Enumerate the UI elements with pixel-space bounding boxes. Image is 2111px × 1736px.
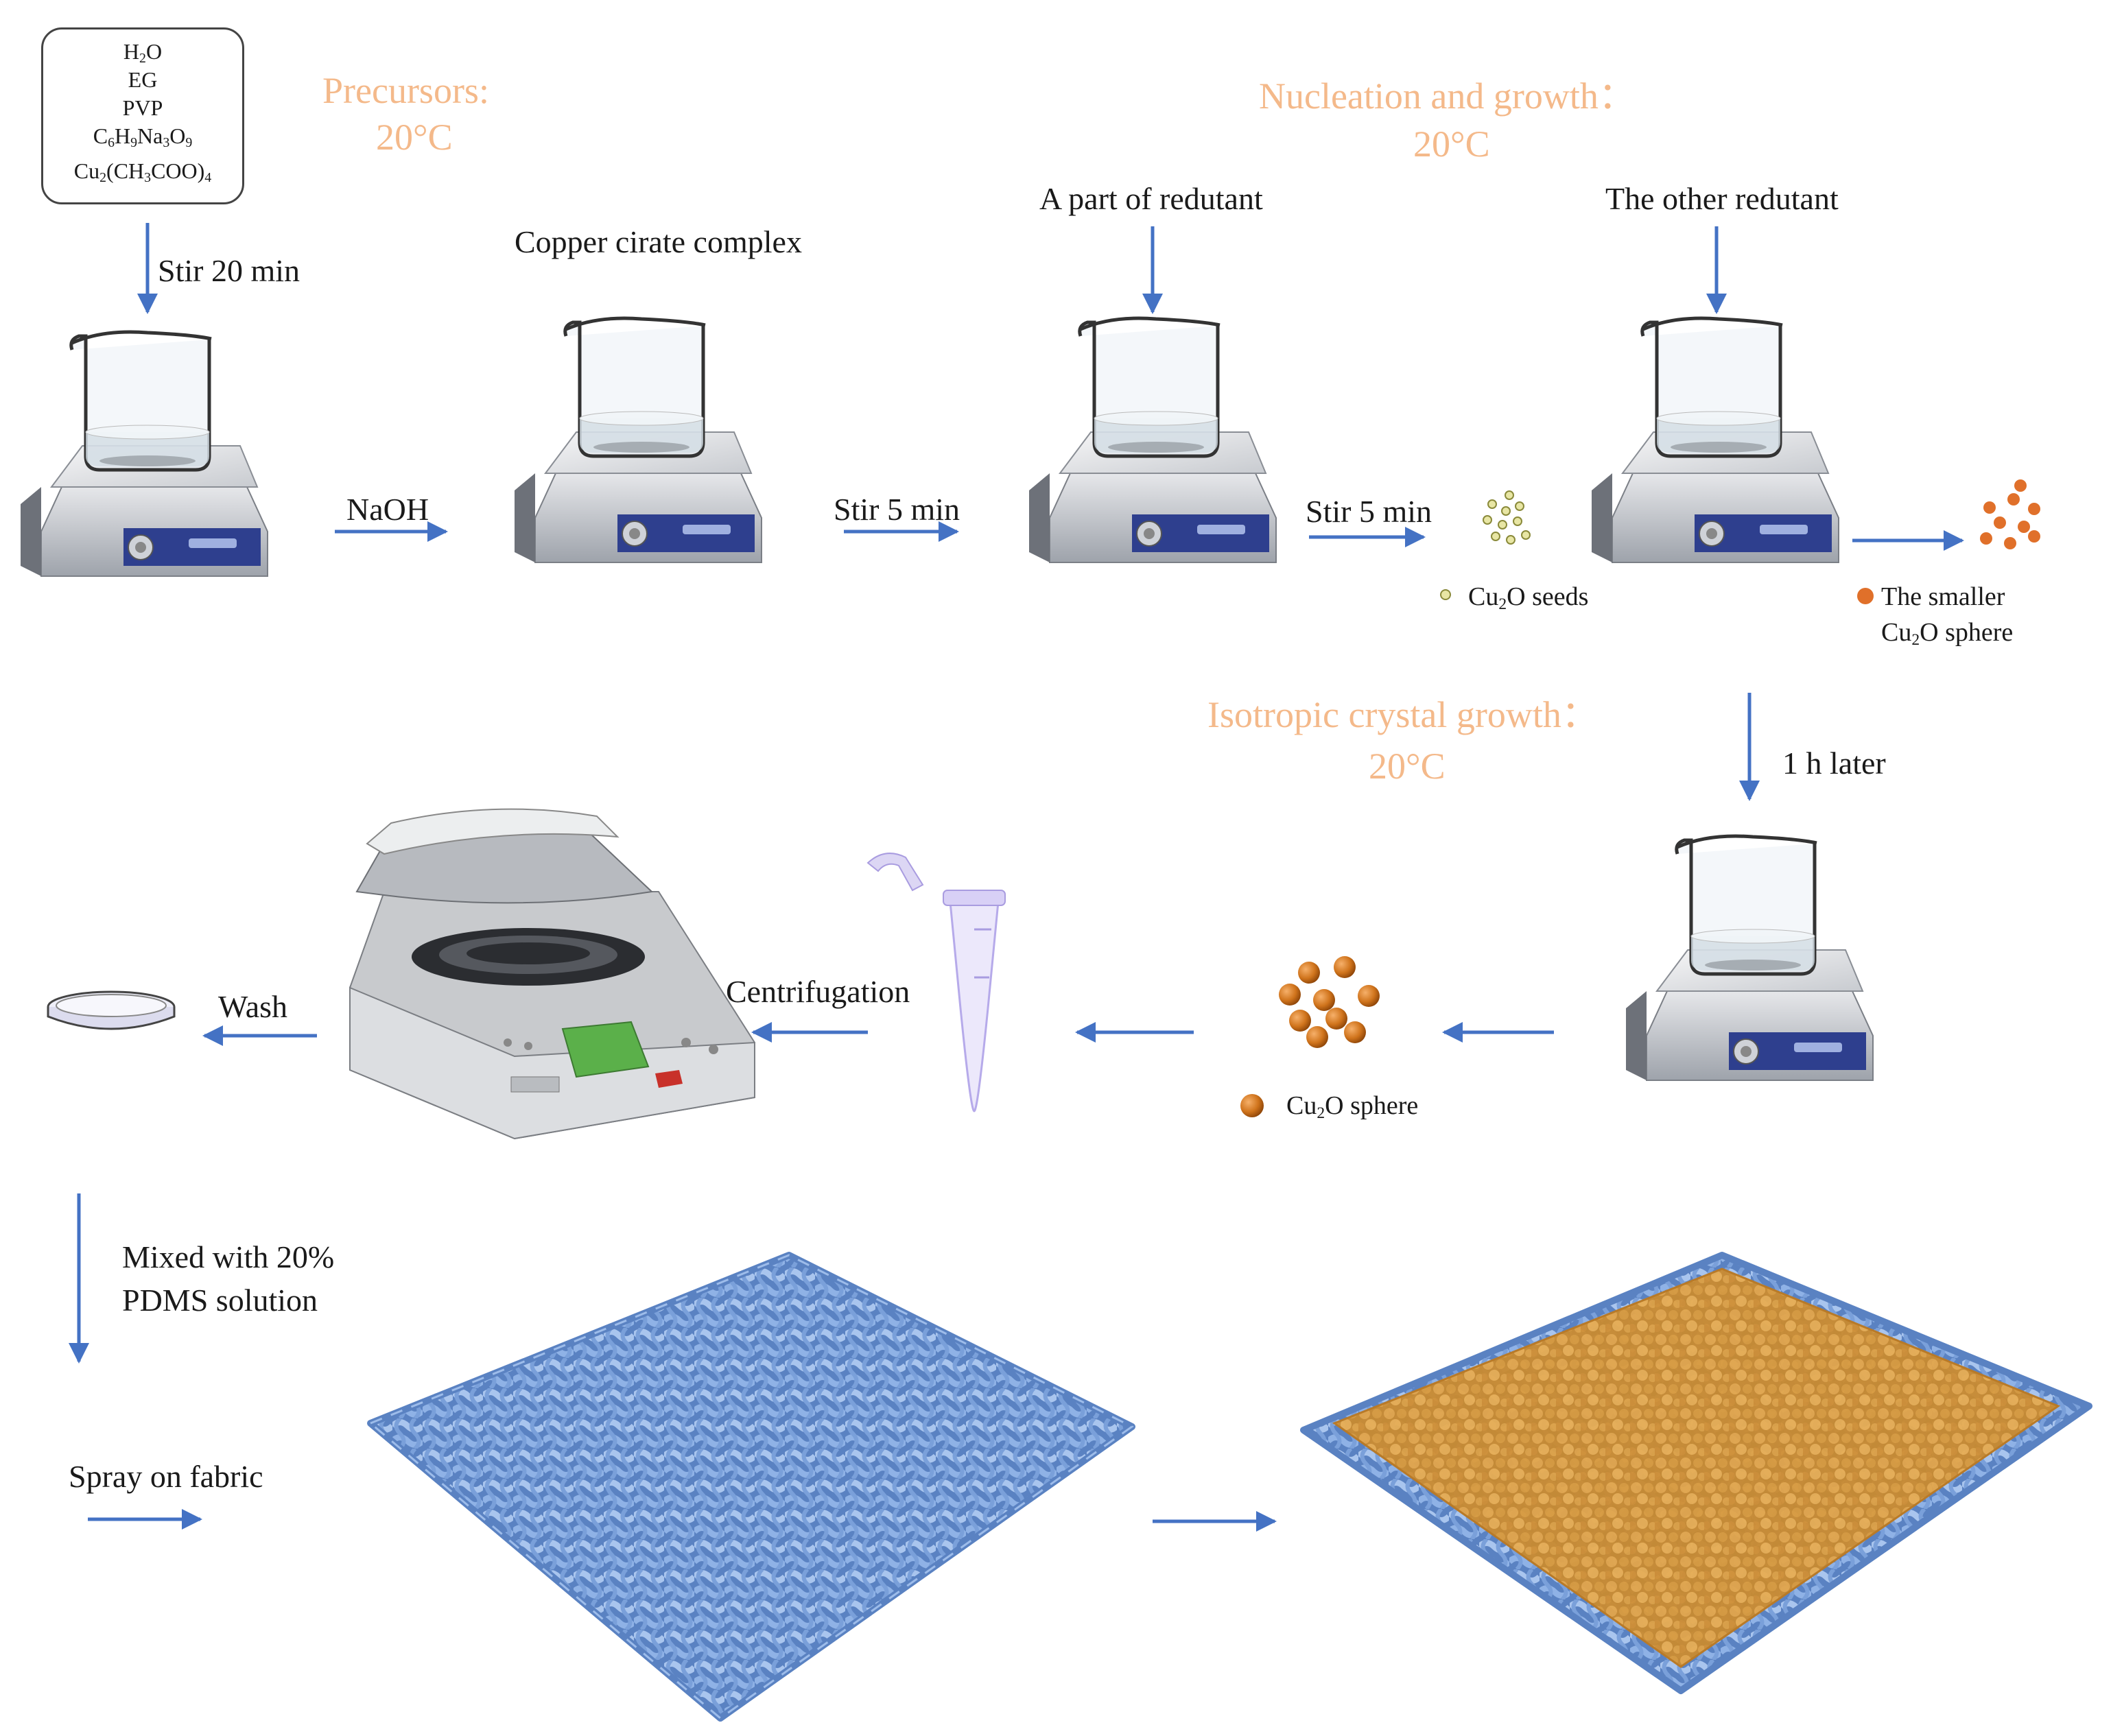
- smaller-cu2o-cluster: [1980, 479, 2040, 549]
- hotplate-beaker-icon-4: [1592, 318, 1839, 562]
- label-copper-complex: Copper cirate complex: [515, 224, 802, 259]
- coated-fabric-icon: [1300, 1252, 2092, 1694]
- stage-isotropic-title: Isotropic crystal growth：: [1207, 694, 1599, 735]
- centrifuge-tube-icon: [866, 853, 1006, 1113]
- precursor-eg: EG: [128, 67, 158, 92]
- label-spray-on-fabric: Spray on fabric: [69, 1459, 263, 1494]
- precursor-copper-acetate: Cu2(CH3COO)4: [73, 158, 212, 185]
- moisture-analyzer-icon: [349, 808, 755, 1140]
- label-mixed-line1: Mixed with 20%: [122, 1239, 335, 1274]
- label-cu2o-seeds: Cu2O seeds: [1468, 582, 1589, 613]
- stage-nucleation-title: Nucleation and growth：: [1259, 75, 1636, 117]
- label-centrifugation: Centrifugation: [726, 974, 910, 1009]
- seed-legend-icon: [1440, 589, 1451, 600]
- label-stir-20min: Stir 20 min: [158, 253, 300, 288]
- precursor-water: H2O: [123, 39, 163, 66]
- label-part-reductant: A part of redutant: [1039, 181, 1263, 216]
- label-cu2o-sphere: Cu2O sphere: [1286, 1091, 1419, 1122]
- label-naoh: NaOH: [346, 492, 429, 527]
- stage-isotropic-temp: 20°C: [1369, 746, 1446, 787]
- fabric-mesh-icon: [367, 1252, 1135, 1722]
- label-smaller-line2: Cu2O sphere: [1881, 618, 2014, 649]
- cu2o-seeds-cluster: [1483, 490, 1531, 545]
- stage-nucleation-temp: 20°C: [1413, 123, 1490, 165]
- stage-precursors-title: Precursors:: [322, 70, 489, 111]
- hotplate-beaker-icon-5: [1626, 836, 1873, 1080]
- precursors-box: H2O EG PVP C6H9Na3O9 Cu2(CH3COO)4: [41, 27, 244, 204]
- label-stir-5min-b: Stir 5 min: [1306, 494, 1432, 529]
- petri-dish-icon: [47, 990, 176, 1030]
- label-other-reductant: The other redutant: [1605, 181, 1839, 216]
- label-stir-5min-a: Stir 5 min: [834, 492, 960, 527]
- smaller-sphere-legend-icon: [1857, 588, 1874, 604]
- precursor-pvp: PVP: [122, 95, 163, 120]
- label-smaller-line1: The smaller: [1881, 582, 2005, 611]
- stage-precursors-temp: 20°C: [376, 117, 453, 158]
- label-wash: Wash: [218, 989, 288, 1024]
- label-mixed-line2: PDMS solution: [122, 1283, 318, 1318]
- label-1h-later: 1 h later: [1782, 746, 1886, 781]
- hotplate-beaker-icon-3: [1029, 318, 1276, 562]
- cu2o-sphere-cluster: [1279, 956, 1380, 1048]
- hotplate-beaker-icon-2: [515, 318, 762, 562]
- hotplate-beaker-icon-1: [21, 332, 268, 576]
- sphere-legend-icon: [1240, 1094, 1264, 1117]
- precursor-sodium-citrate: C6H9Na3O9: [93, 123, 193, 150]
